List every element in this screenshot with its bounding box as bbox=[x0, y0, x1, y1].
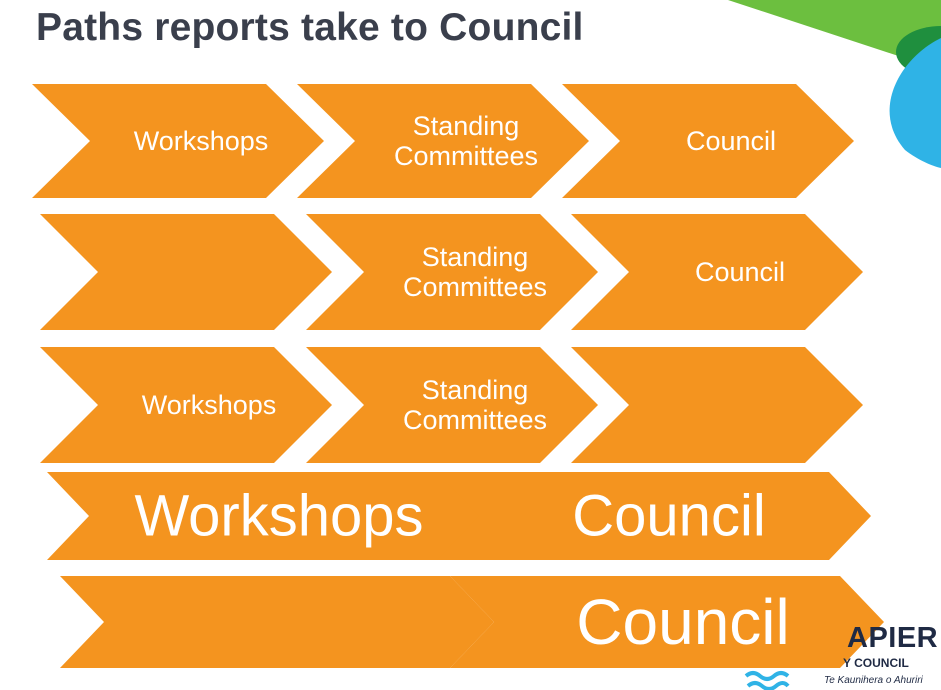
chevron-row-2-step-3 bbox=[571, 214, 863, 330]
chevron-label: Council bbox=[695, 257, 785, 287]
chevron-row-3-step-3 bbox=[571, 347, 863, 463]
chevron-row-1-step-2 bbox=[297, 84, 589, 198]
logo-name: APIER bbox=[847, 622, 939, 654]
logo-subtitle: Y COUNCIL bbox=[843, 656, 909, 670]
chevron-label: Workshops bbox=[142, 390, 277, 420]
chevron-row-4-step-1 bbox=[47, 472, 481, 560]
chevron-row-5-step-2 bbox=[450, 576, 884, 668]
chevron-label: Council bbox=[572, 484, 765, 549]
chevron-label: Workshops bbox=[134, 126, 269, 156]
chevron-label: Standing bbox=[422, 375, 529, 405]
chevron-row-1-step-1 bbox=[32, 84, 324, 198]
chevron-row-5-step-1 bbox=[60, 576, 494, 668]
chevron-row-3-step-2 bbox=[306, 347, 598, 463]
chevron-label: Standing bbox=[413, 111, 520, 141]
chevron-row-2-step-1 bbox=[40, 214, 332, 330]
blue-swoosh bbox=[889, 38, 941, 168]
logo-maori-name: Te Kaunihera o Ahuriri bbox=[824, 675, 923, 686]
chevron-label: Committees bbox=[403, 272, 547, 302]
path-row-5: Council bbox=[60, 576, 884, 668]
green-swoosh bbox=[728, 0, 941, 70]
page-title: Paths reports take to Council bbox=[36, 6, 584, 49]
chevron-label: Committees bbox=[394, 141, 538, 171]
path-row-4: Workshops Council bbox=[47, 472, 871, 560]
chevron-label: Committees bbox=[403, 405, 547, 435]
chevron-label: Standing bbox=[422, 242, 529, 272]
chevron-row-4-step-2 bbox=[437, 472, 871, 560]
chevron-row-2-step-2 bbox=[306, 214, 598, 330]
chevron-label: Workshops bbox=[134, 484, 423, 549]
chevron-label: Council bbox=[576, 586, 789, 658]
chevron-row-3-step-1 bbox=[40, 347, 332, 463]
chevron-row-1-step-3 bbox=[562, 84, 854, 198]
chevron-label: Council bbox=[686, 126, 776, 156]
